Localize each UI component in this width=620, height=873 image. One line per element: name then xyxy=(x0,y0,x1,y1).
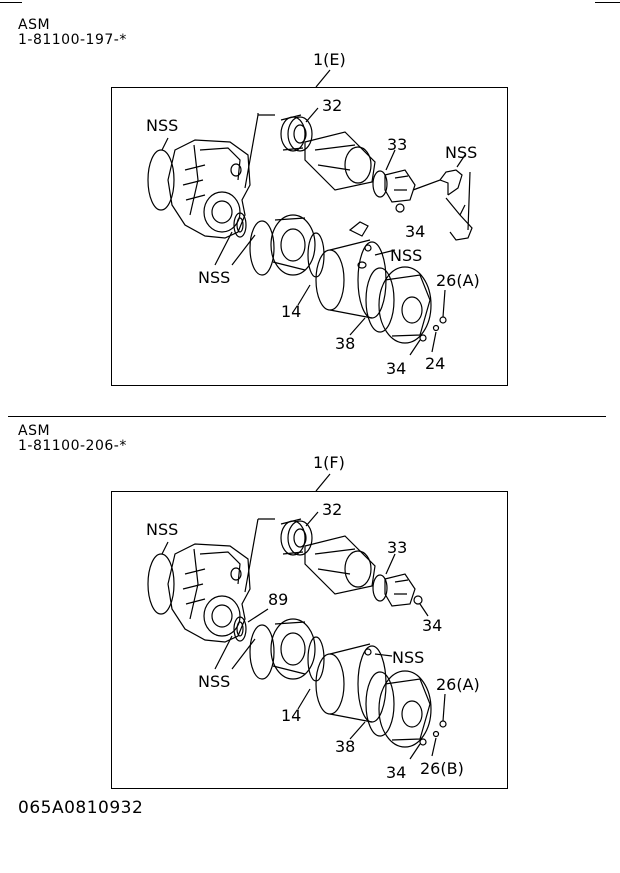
section-b-sleeve xyxy=(304,535,376,595)
section-b-part-33 xyxy=(372,573,416,607)
section-b-callout-89: 89 xyxy=(268,590,289,609)
section-a-frame xyxy=(111,87,508,386)
section-a-callout-nss-top-left: NSS xyxy=(146,116,179,135)
section-b-housing xyxy=(167,543,251,643)
section-a-oring-left xyxy=(147,149,175,211)
section-a-callout-26a: 26(A) xyxy=(436,271,480,290)
section-a-exploded-view xyxy=(147,69,473,356)
section-a-armature xyxy=(270,214,316,276)
drawing-number: 065A0810932 xyxy=(18,798,144,818)
section-a-callout-nss-lower-left: NSS xyxy=(198,268,231,287)
section-a-assembly-callout: 1(E) xyxy=(313,50,346,69)
section-b-callout-nss-middle: NSS xyxy=(392,648,425,667)
section-b-pinion xyxy=(280,518,313,556)
section-b-callout-32: 32 xyxy=(322,500,343,519)
section-a-sleeve xyxy=(304,131,376,191)
section-a-callout-38: 38 xyxy=(335,334,356,353)
section-b-callout-38: 38 xyxy=(335,737,356,756)
section-b-callout-nss-top-left: NSS xyxy=(146,520,179,539)
section-a-callout-14: 14 xyxy=(281,302,302,321)
section-b-callout-33: 33 xyxy=(387,538,408,557)
section-a-part-number: 1-81100-197-* xyxy=(18,32,127,48)
top-left-rule xyxy=(0,2,22,3)
section-a-yoke xyxy=(315,239,387,319)
section-b-asm-label: ASM xyxy=(18,423,51,439)
section-a-callout-34-lower: 34 xyxy=(386,359,407,378)
section-a-end-cover xyxy=(378,266,432,344)
section-b-part-number: 1-81100-206-* xyxy=(18,438,127,454)
section-a-pinion xyxy=(280,114,313,152)
top-right-rule xyxy=(595,2,620,3)
section-b-callout-34-lower: 34 xyxy=(386,763,407,782)
section-a-callout-32: 32 xyxy=(322,96,343,115)
section-divider xyxy=(8,416,606,417)
section-a-asm-label: ASM xyxy=(18,17,51,33)
section-a-callout-nss-top-right: NSS xyxy=(445,143,478,162)
section-b-end-cover xyxy=(378,670,432,748)
section-a-fittings xyxy=(412,154,473,241)
section-b-callout-26b: 26(B) xyxy=(420,759,464,778)
section-a-callout-33: 33 xyxy=(387,135,408,154)
section-a-callout-34-upper: 34 xyxy=(405,222,426,241)
section-b-yoke xyxy=(315,643,387,723)
section-b-callout-26a: 26(A) xyxy=(436,675,480,694)
section-b-armature xyxy=(270,618,316,680)
section-a-part-33 xyxy=(372,169,416,203)
section-b-callout-34-upper: 34 xyxy=(422,616,443,635)
section-b-frame xyxy=(111,491,508,789)
section-a-callout-nss-middle: NSS xyxy=(390,246,423,265)
section-b-exploded-view xyxy=(147,473,447,760)
section-a-housing xyxy=(167,139,251,239)
section-b-assembly-callout: 1(F) xyxy=(313,453,345,472)
section-b-callout-14: 14 xyxy=(281,706,302,725)
section-b-callout-nss-lower-left: NSS xyxy=(198,672,231,691)
section-a-callout-24: 24 xyxy=(425,354,446,373)
